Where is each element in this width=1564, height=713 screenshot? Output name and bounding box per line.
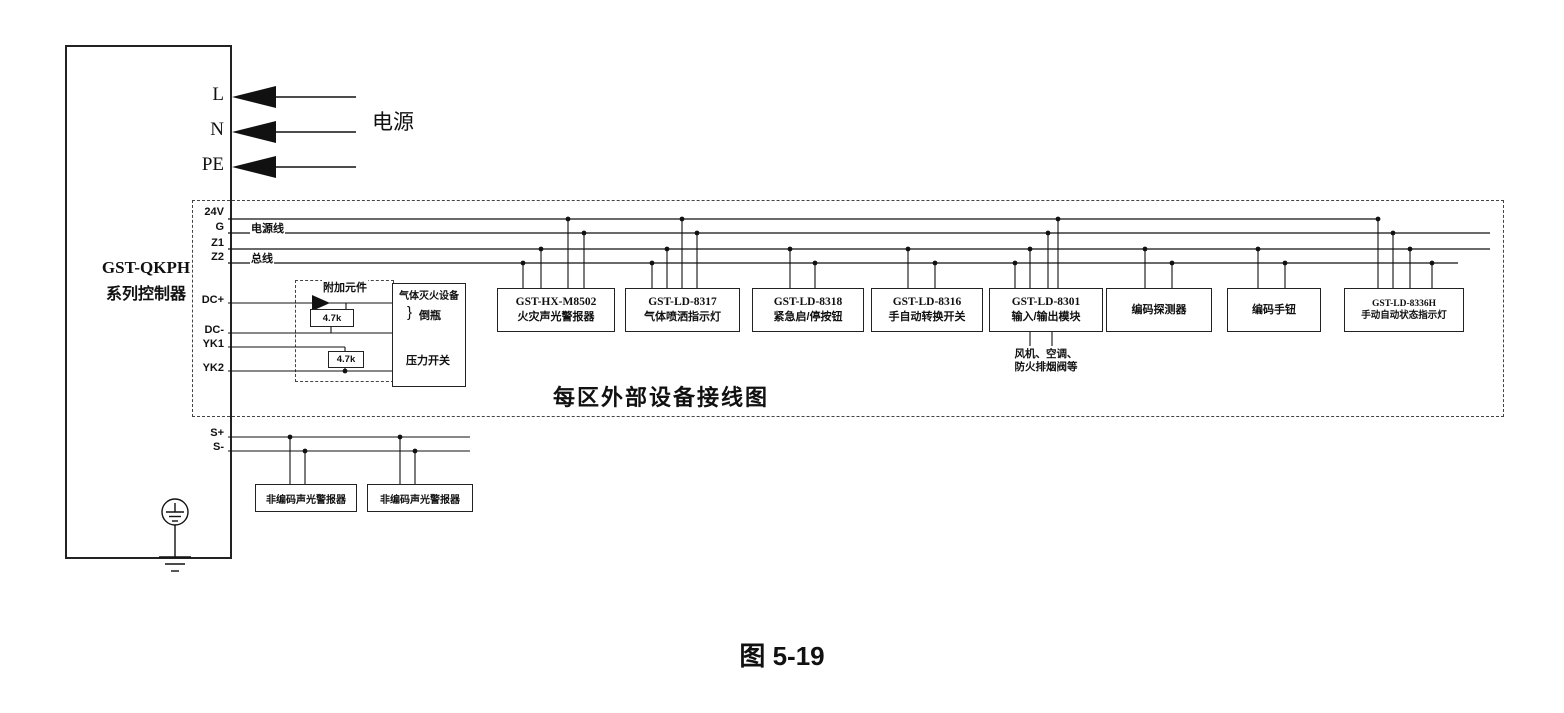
terminal-DC-plus: DC+ <box>201 294 224 306</box>
device-name: 气体喷洒指示灯 <box>644 311 721 324</box>
brace-icon: } <box>407 304 413 321</box>
device-box-io-module: GST-LD-8301 输入/输出模块 <box>989 288 1103 332</box>
device-name: 编码手钮 <box>1252 303 1296 316</box>
power-line-label: 电源线 <box>250 220 285 236</box>
zone-dashed-frame <box>192 200 1504 417</box>
device-name: 输入/输出模块 <box>1011 311 1081 324</box>
device-model: GST-LD-8318 <box>773 296 843 309</box>
bus-lines <box>228 218 1490 264</box>
terminal-Z1: Z1 <box>211 237 224 249</box>
gas-equipment-box: 气体灭火设备 } 倒瓶 压力开关 <box>392 283 466 387</box>
device-box-coded-detector: 编码探测器 <box>1106 288 1212 332</box>
controller-title-model: GST-QKPH <box>101 258 191 277</box>
power-arrow-icons <box>232 86 276 178</box>
io-note-line2: 防火排烟阀等 <box>1014 361 1078 373</box>
diode-icon <box>312 295 330 311</box>
terminal-L: L <box>212 84 224 105</box>
terminal-YK2: YK2 <box>202 362 224 374</box>
terminal-24V: 24V <box>204 206 224 218</box>
device-model: GST-LD-8336H <box>1371 298 1437 309</box>
terminal-YK1: YK1 <box>202 338 224 350</box>
zone-diagram-title: 每区外部设备接线图 <box>553 385 770 410</box>
terminal-S-plus: S+ <box>210 427 224 439</box>
pressure-switch-label: 压力开关 <box>406 355 450 367</box>
power-supply-label: 电源 <box>372 111 414 134</box>
figure-caption: 图 5-19 <box>739 641 825 671</box>
terminal-Z2: Z2 <box>211 251 224 263</box>
device-name: 手自动转换开关 <box>888 311 966 324</box>
dc-wiring <box>228 302 392 372</box>
gas-equipment-title: 气体灭火设备 <box>399 291 459 302</box>
device-model: GST-LD-8301 <box>1011 296 1081 309</box>
io-module-note: 风机、空调、 防火排烟阀等 <box>995 348 1097 374</box>
terminal-N: N <box>210 119 224 140</box>
terminal-G: G <box>215 221 224 233</box>
device-box-auto-manual-switch: GST-LD-8316 手自动转换开关 <box>871 288 983 332</box>
s-bus-wiring <box>228 436 470 486</box>
gas-cylinder-label: 倒瓶 <box>419 310 441 322</box>
device-name: 编码探测器 <box>1131 303 1187 316</box>
device-box-fire-sounder: GST-HX-M8502 火灾声光警报器 <box>497 288 615 332</box>
device-model: GST-LD-8317 <box>648 296 717 309</box>
io-note-line1: 风机、空调、 <box>1014 348 1078 360</box>
bus-line-label: 总线 <box>250 250 274 266</box>
controller-title: GST-QKPH 系列控制器 <box>66 258 226 304</box>
device-model: GST-HX-M8502 <box>515 296 597 309</box>
device-box-status-indicator: GST-LD-8336H 手动自动状态指示灯 <box>1344 288 1464 332</box>
device-name: 火灾声光警报器 <box>517 311 595 324</box>
non-coded-sounder-box-1: 非编码声光警报器 <box>255 484 357 512</box>
device-name: 手动自动状态指示灯 <box>1361 310 1447 321</box>
ground-icon <box>159 498 191 572</box>
junction-dots <box>287 216 1435 454</box>
terminal-DC-minus: DC- <box>204 324 224 336</box>
resistor-4k7-top: 4.7k <box>310 309 354 327</box>
device-box-spray-indicator: GST-LD-8317 气体喷洒指示灯 <box>625 288 740 332</box>
device-model: GST-LD-8316 <box>892 296 962 309</box>
attachment-box-title: 附加元件 <box>322 279 368 295</box>
device-box-start-stop-button: GST-LD-8318 紧急启/停按钮 <box>752 288 864 332</box>
terminal-S-minus: S- <box>213 441 224 453</box>
controller-box <box>65 45 232 559</box>
non-coded-sounder-box-2: 非编码声光警报器 <box>367 484 473 512</box>
device-box-coded-button: 编码手钮 <box>1227 288 1321 332</box>
terminal-PE: PE <box>201 154 224 175</box>
device-drop-lines <box>522 219 1433 346</box>
power-input-lines <box>274 96 356 168</box>
controller-title-series: 系列控制器 <box>105 286 186 303</box>
device-name: 紧急启/停按钮 <box>773 311 843 324</box>
resistor-4k7-bottom: 4.7k <box>328 351 364 368</box>
